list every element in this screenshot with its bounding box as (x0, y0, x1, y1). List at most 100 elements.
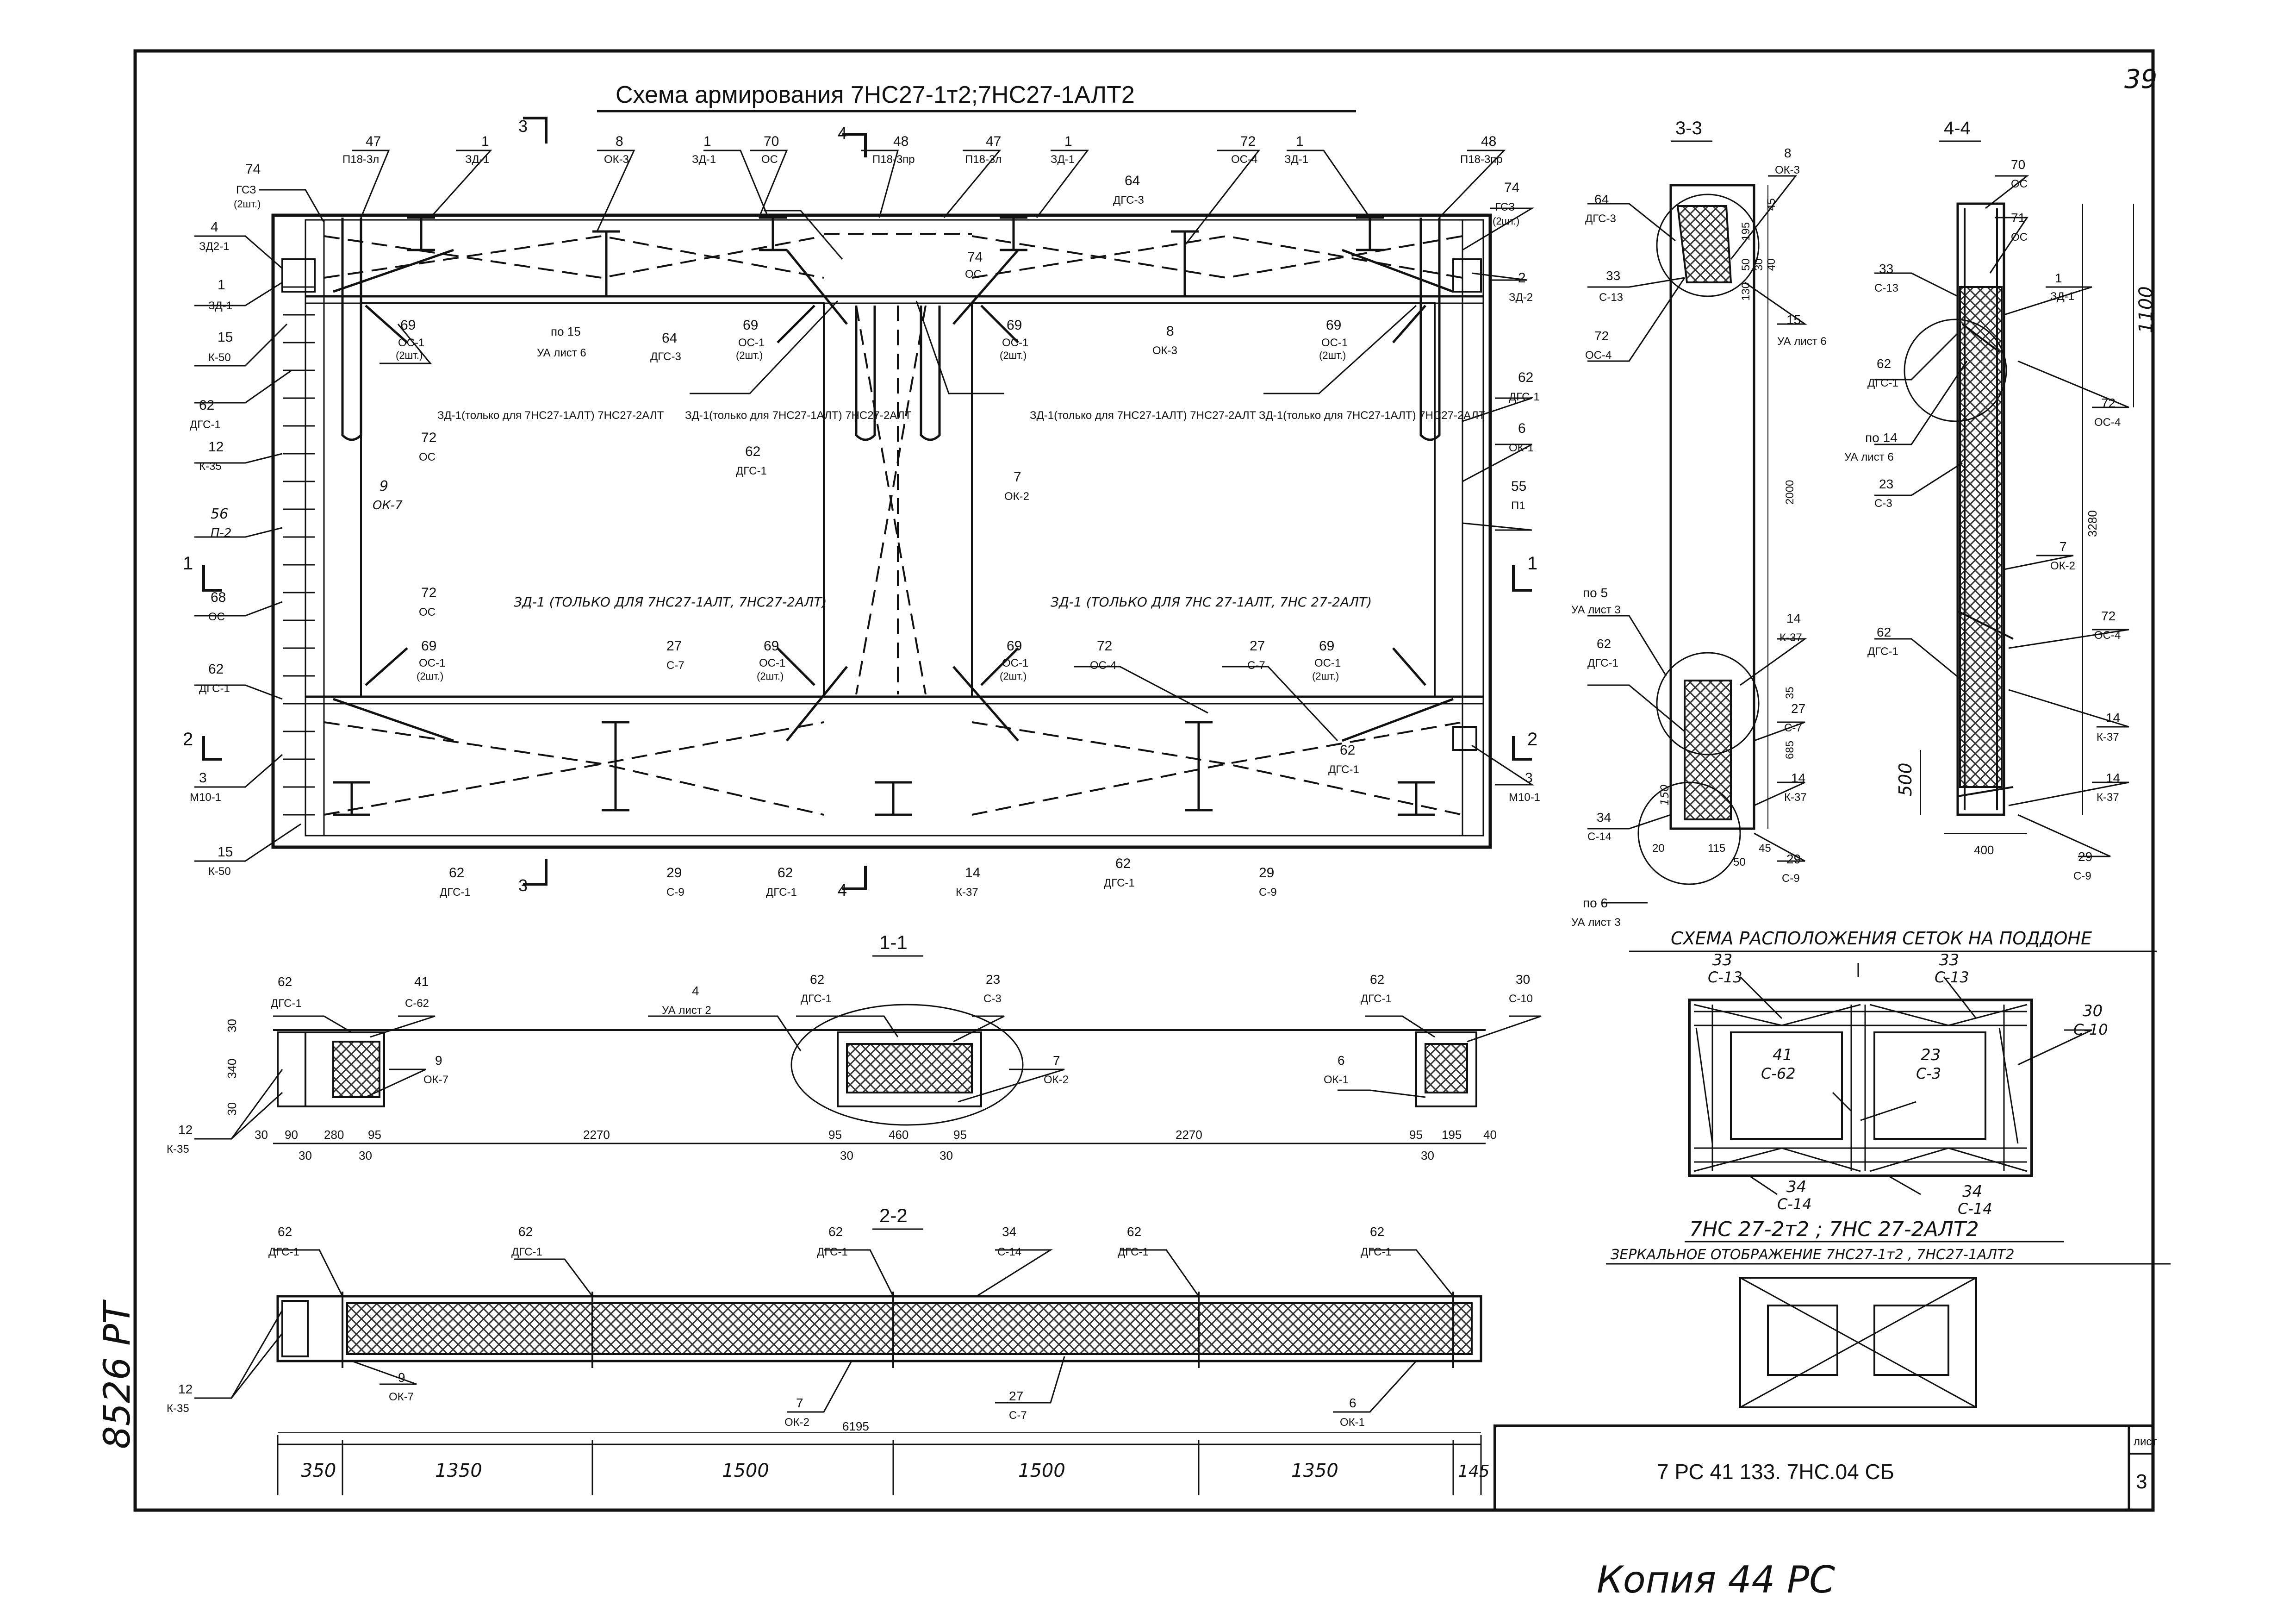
svg-text:48: 48 (893, 134, 908, 149)
svg-text:ОС-4: ОС-4 (1585, 349, 1612, 362)
svg-text:64: 64 (662, 331, 677, 346)
svg-text:14: 14 (2106, 711, 2120, 725)
svg-text:62: 62 (449, 865, 464, 881)
svg-text:ДГС-1: ДГС-1 (766, 886, 797, 899)
s11-dim-460: 460 (889, 1128, 908, 1142)
s11-dim-30: 30 (255, 1128, 268, 1142)
svg-text:62: 62 (828, 1224, 843, 1239)
svg-text:К-37: К-37 (2097, 791, 2119, 804)
s33-dim-150: 150 (1658, 784, 1671, 806)
mesh-labels: 33С-13 33С-13 30С-10 41С-62 23С-3 34С-14… (1708, 951, 2108, 1218)
s33-label-29: 29С-9 (1782, 852, 1801, 885)
svg-text:(2шт.): (2шт.) (1000, 350, 1027, 361)
svg-text:ОС: ОС (208, 611, 225, 623)
svg-text:ОК-1: ОК-1 (1340, 1416, 1365, 1429)
svg-text:ДГС-1: ДГС-1 (1104, 877, 1135, 889)
svg-text:4: 4 (692, 984, 699, 998)
svg-text:по 14: по 14 (1865, 431, 1898, 445)
s33-dim-50: 50 (1740, 258, 1752, 271)
svg-text:7: 7 (2060, 539, 2067, 554)
s11-dim-95d: 95 (1409, 1128, 1423, 1142)
svg-text:С-14: С-14 (1958, 1200, 1992, 1218)
svg-text:33: 33 (1939, 951, 1959, 969)
svg-text:С-9: С-9 (2073, 870, 2091, 882)
svg-text:8: 8 (616, 134, 623, 149)
svg-text:УА лист 6: УА лист 6 (537, 347, 586, 359)
label-15-k50-bottom: 15К-50 (208, 844, 233, 878)
svg-text:П18-3пр: П18-3пр (1460, 153, 1503, 166)
svg-text:33: 33 (1879, 262, 1893, 276)
svg-text:29: 29 (1259, 865, 1274, 881)
s33-dim-40: 40 (1765, 258, 1778, 271)
mirror-sketch-cross (1740, 1277, 1977, 1408)
svg-text:П18-3л: П18-3л (965, 153, 1002, 166)
label-1-zd1-c: 1ЗД-1 (1051, 134, 1075, 166)
svg-text:ДГС-1: ДГС-1 (1118, 1246, 1149, 1258)
svg-text:ОС-4: ОС-4 (2094, 416, 2121, 429)
svg-text:69: 69 (1319, 638, 1334, 654)
svg-text:62: 62 (199, 398, 214, 413)
label-14-k37: 14К-37 (956, 865, 980, 899)
section-3-3-bottom-insert (1684, 680, 1732, 820)
svg-text:С-10: С-10 (1509, 993, 1533, 1005)
main-title: Схема армирования 7НС27-1т2;7НС27-1АЛТ2 (616, 81, 1135, 108)
svg-text:С-9: С-9 (1259, 886, 1277, 899)
svg-text:74: 74 (1504, 180, 1519, 195)
svg-text:33: 33 (1606, 269, 1620, 283)
svg-text:ДГС-3: ДГС-3 (1113, 194, 1144, 206)
svg-text:К-35: К-35 (167, 1402, 189, 1415)
zd-note-4: ЗД-1(только для 7НС27-1АЛТ) 7НС27-2АЛТ (1259, 409, 1486, 422)
detail-circle-44 (1904, 319, 2007, 422)
mesh-window-right (1873, 1031, 1986, 1140)
svg-text:К-50: К-50 (208, 865, 231, 878)
svg-text:62: 62 (1127, 1224, 1141, 1239)
s44-dim-500: 500 (1895, 762, 1916, 796)
section-2-2-dims: 6195 350 1350 1500 1500 1350 145 (277, 1419, 1490, 1495)
s11-dim-95b: 95 (828, 1128, 842, 1142)
svg-text:ОК-2: ОК-2 (1044, 1074, 1069, 1086)
s33-dim-115: 115 (1708, 842, 1725, 855)
svg-text:(2шт.): (2шт.) (1319, 350, 1346, 361)
s33-dim-45: 45 (1765, 198, 1778, 211)
svg-text:ОС-1: ОС-1 (1002, 657, 1028, 669)
svg-text:62: 62 (745, 444, 760, 459)
svg-text:С-3: С-3 (1874, 497, 1892, 510)
svg-text:71: 71 (2011, 211, 2025, 225)
title-block: 7 РС 41 133. 7НС.04 СБ лист 3 (1493, 1424, 2157, 1512)
svg-text:62: 62 (278, 1224, 292, 1239)
svg-text:72: 72 (1097, 638, 1112, 654)
svg-text:2: 2 (1518, 270, 1526, 286)
svg-text:3: 3 (199, 770, 207, 786)
svg-text:С-14: С-14 (1587, 831, 1612, 843)
svg-text:ГСЗ: ГСЗ (236, 184, 256, 196)
zd-note-long-right: ЗД-1 (ТОЛЬКО ДЛЯ 7НС 27-1АЛТ, 7НС 27-2АЛ… (1051, 594, 1372, 610)
plan-inner-outline (305, 219, 1484, 837)
svg-text:ОС-1: ОС-1 (738, 337, 765, 349)
mesh-label-34a: 34С-14 (1777, 1178, 1812, 1213)
svg-text:ОС-4: ОС-4 (1231, 153, 1257, 166)
s44-dim-1100: 1100 (2135, 286, 2157, 333)
svg-text:С-7: С-7 (1247, 659, 1265, 672)
s22-dim-350: 350 (301, 1460, 336, 1481)
svg-text:ОС: ОС (2011, 178, 2028, 190)
svg-text:41: 41 (414, 974, 429, 989)
svg-text:74: 74 (967, 250, 983, 265)
svg-text:ЗД2-1: ЗД2-1 (199, 240, 229, 253)
svg-text:62: 62 (1370, 1224, 1384, 1239)
mirror-sketch-window-left (1767, 1305, 1838, 1376)
s33-dim-20: 20 (1652, 842, 1665, 855)
svg-text:69: 69 (421, 638, 436, 654)
